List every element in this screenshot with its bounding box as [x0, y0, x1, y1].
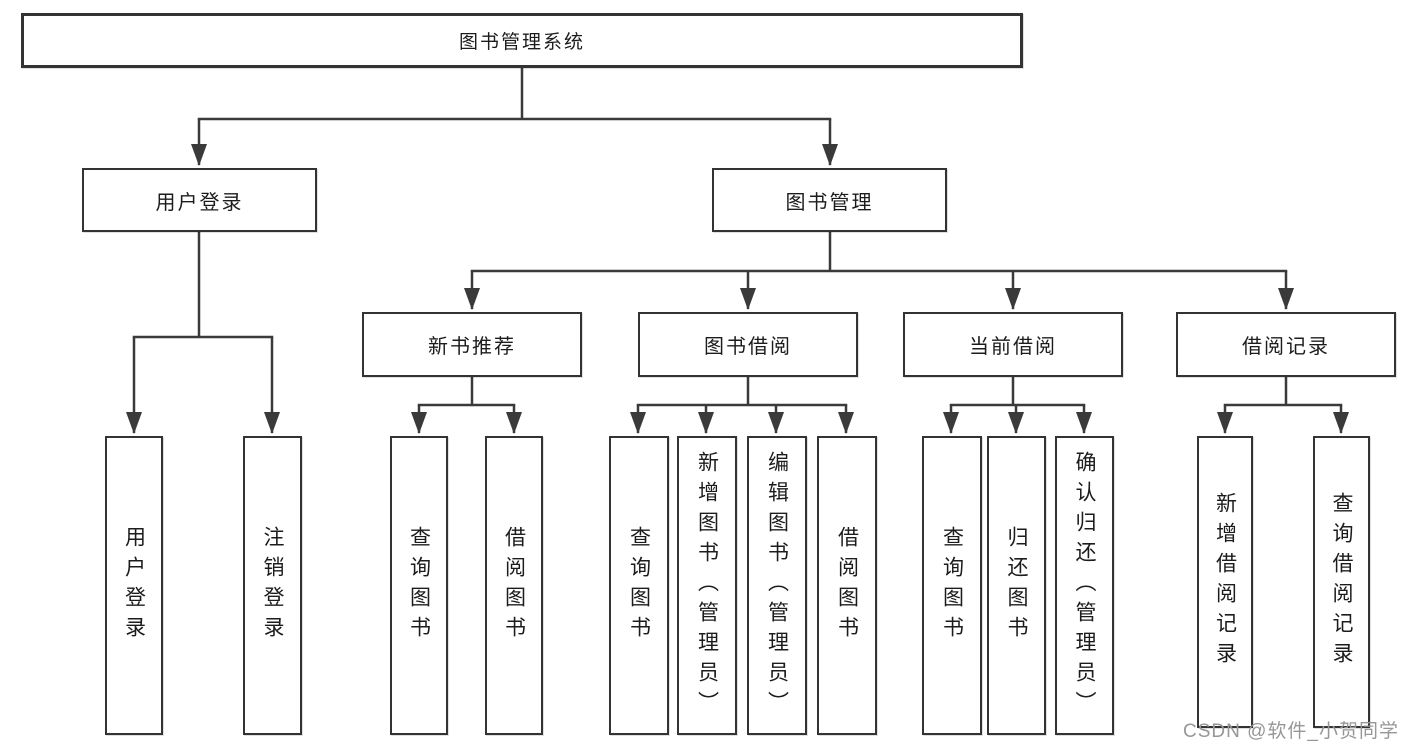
connector-book-management-children: [464, 232, 1294, 310]
node-leaf-add-book-admin: 新增图书（管理员）: [677, 436, 737, 735]
node-leaf-logout: 注销登录: [243, 436, 302, 735]
node-label: 新增图书（管理员）: [695, 450, 719, 721]
node-label: 当前借阅: [969, 336, 1057, 358]
node-label: 新增借阅记录: [1213, 492, 1237, 672]
node-leaf-query-book-3: 查询图书: [922, 436, 982, 735]
node-leaf-add-borrow-record: 新增借阅记录: [1197, 436, 1253, 728]
connector-user-login-children: [126, 232, 280, 434]
node-label: 用户登录: [155, 191, 244, 214]
node-label: 用户登录: [122, 525, 146, 646]
connector-book-borrow-children: [630, 377, 854, 434]
node-leaf-return-book: 归还图书: [987, 436, 1046, 735]
node-leaf-borrow-book-2: 借阅图书: [817, 436, 877, 735]
node-leaf-user-login: 用户登录: [105, 436, 163, 735]
node-leaf-query-book-2: 查询图书: [609, 436, 669, 735]
node-label: 图书管理系统: [458, 32, 585, 53]
node-label: 查询图书: [407, 525, 431, 646]
node-leaf-query-book: 查询图书: [390, 436, 448, 735]
watermark-text: CSDN @软件_小贺同学: [1183, 721, 1399, 742]
node-label: 图书管理: [785, 191, 874, 214]
node-label: 借阅图书: [835, 525, 859, 646]
node-label: 注销登录: [261, 525, 284, 646]
node-leaf-query-borrow-record: 查询借阅记录: [1313, 436, 1370, 728]
node-label: 查询图书: [940, 525, 964, 646]
node-new-book-recommend: 新书推荐: [362, 312, 582, 377]
node-book-borrow: 图书借阅: [638, 312, 858, 377]
connector-root-to-level2: [191, 68, 838, 166]
node-label: 查询图书: [627, 525, 651, 646]
node-label: 借阅图书: [502, 525, 526, 646]
node-leaf-borrow-book: 借阅图书: [485, 436, 543, 735]
node-leaf-confirm-return-admin: 确认归还（管理员）: [1055, 436, 1114, 735]
node-current-borrow: 当前借阅: [903, 312, 1123, 377]
node-leaf-edit-book-admin: 编辑图书（管理员）: [747, 436, 807, 735]
node-root: 图书管理系统: [21, 13, 1023, 68]
node-label: 确认归还（管理员）: [1073, 450, 1096, 721]
node-label: 图书借阅: [704, 336, 792, 358]
node-label: 编辑图书（管理员）: [765, 450, 789, 721]
node-label: 借阅记录: [1242, 336, 1330, 358]
node-label: 归还图书: [1005, 525, 1028, 646]
node-label: 查询借阅记录: [1330, 492, 1353, 672]
node-label: 新书推荐: [428, 336, 516, 358]
node-borrow-record: 借阅记录: [1176, 312, 1396, 377]
connector-new-book-children: [411, 377, 522, 434]
node-book-management: 图书管理: [712, 168, 947, 232]
connector-current-borrow-children: [943, 377, 1092, 434]
node-user-login: 用户登录: [82, 168, 317, 232]
connector-borrow-record-children: [1217, 377, 1349, 434]
